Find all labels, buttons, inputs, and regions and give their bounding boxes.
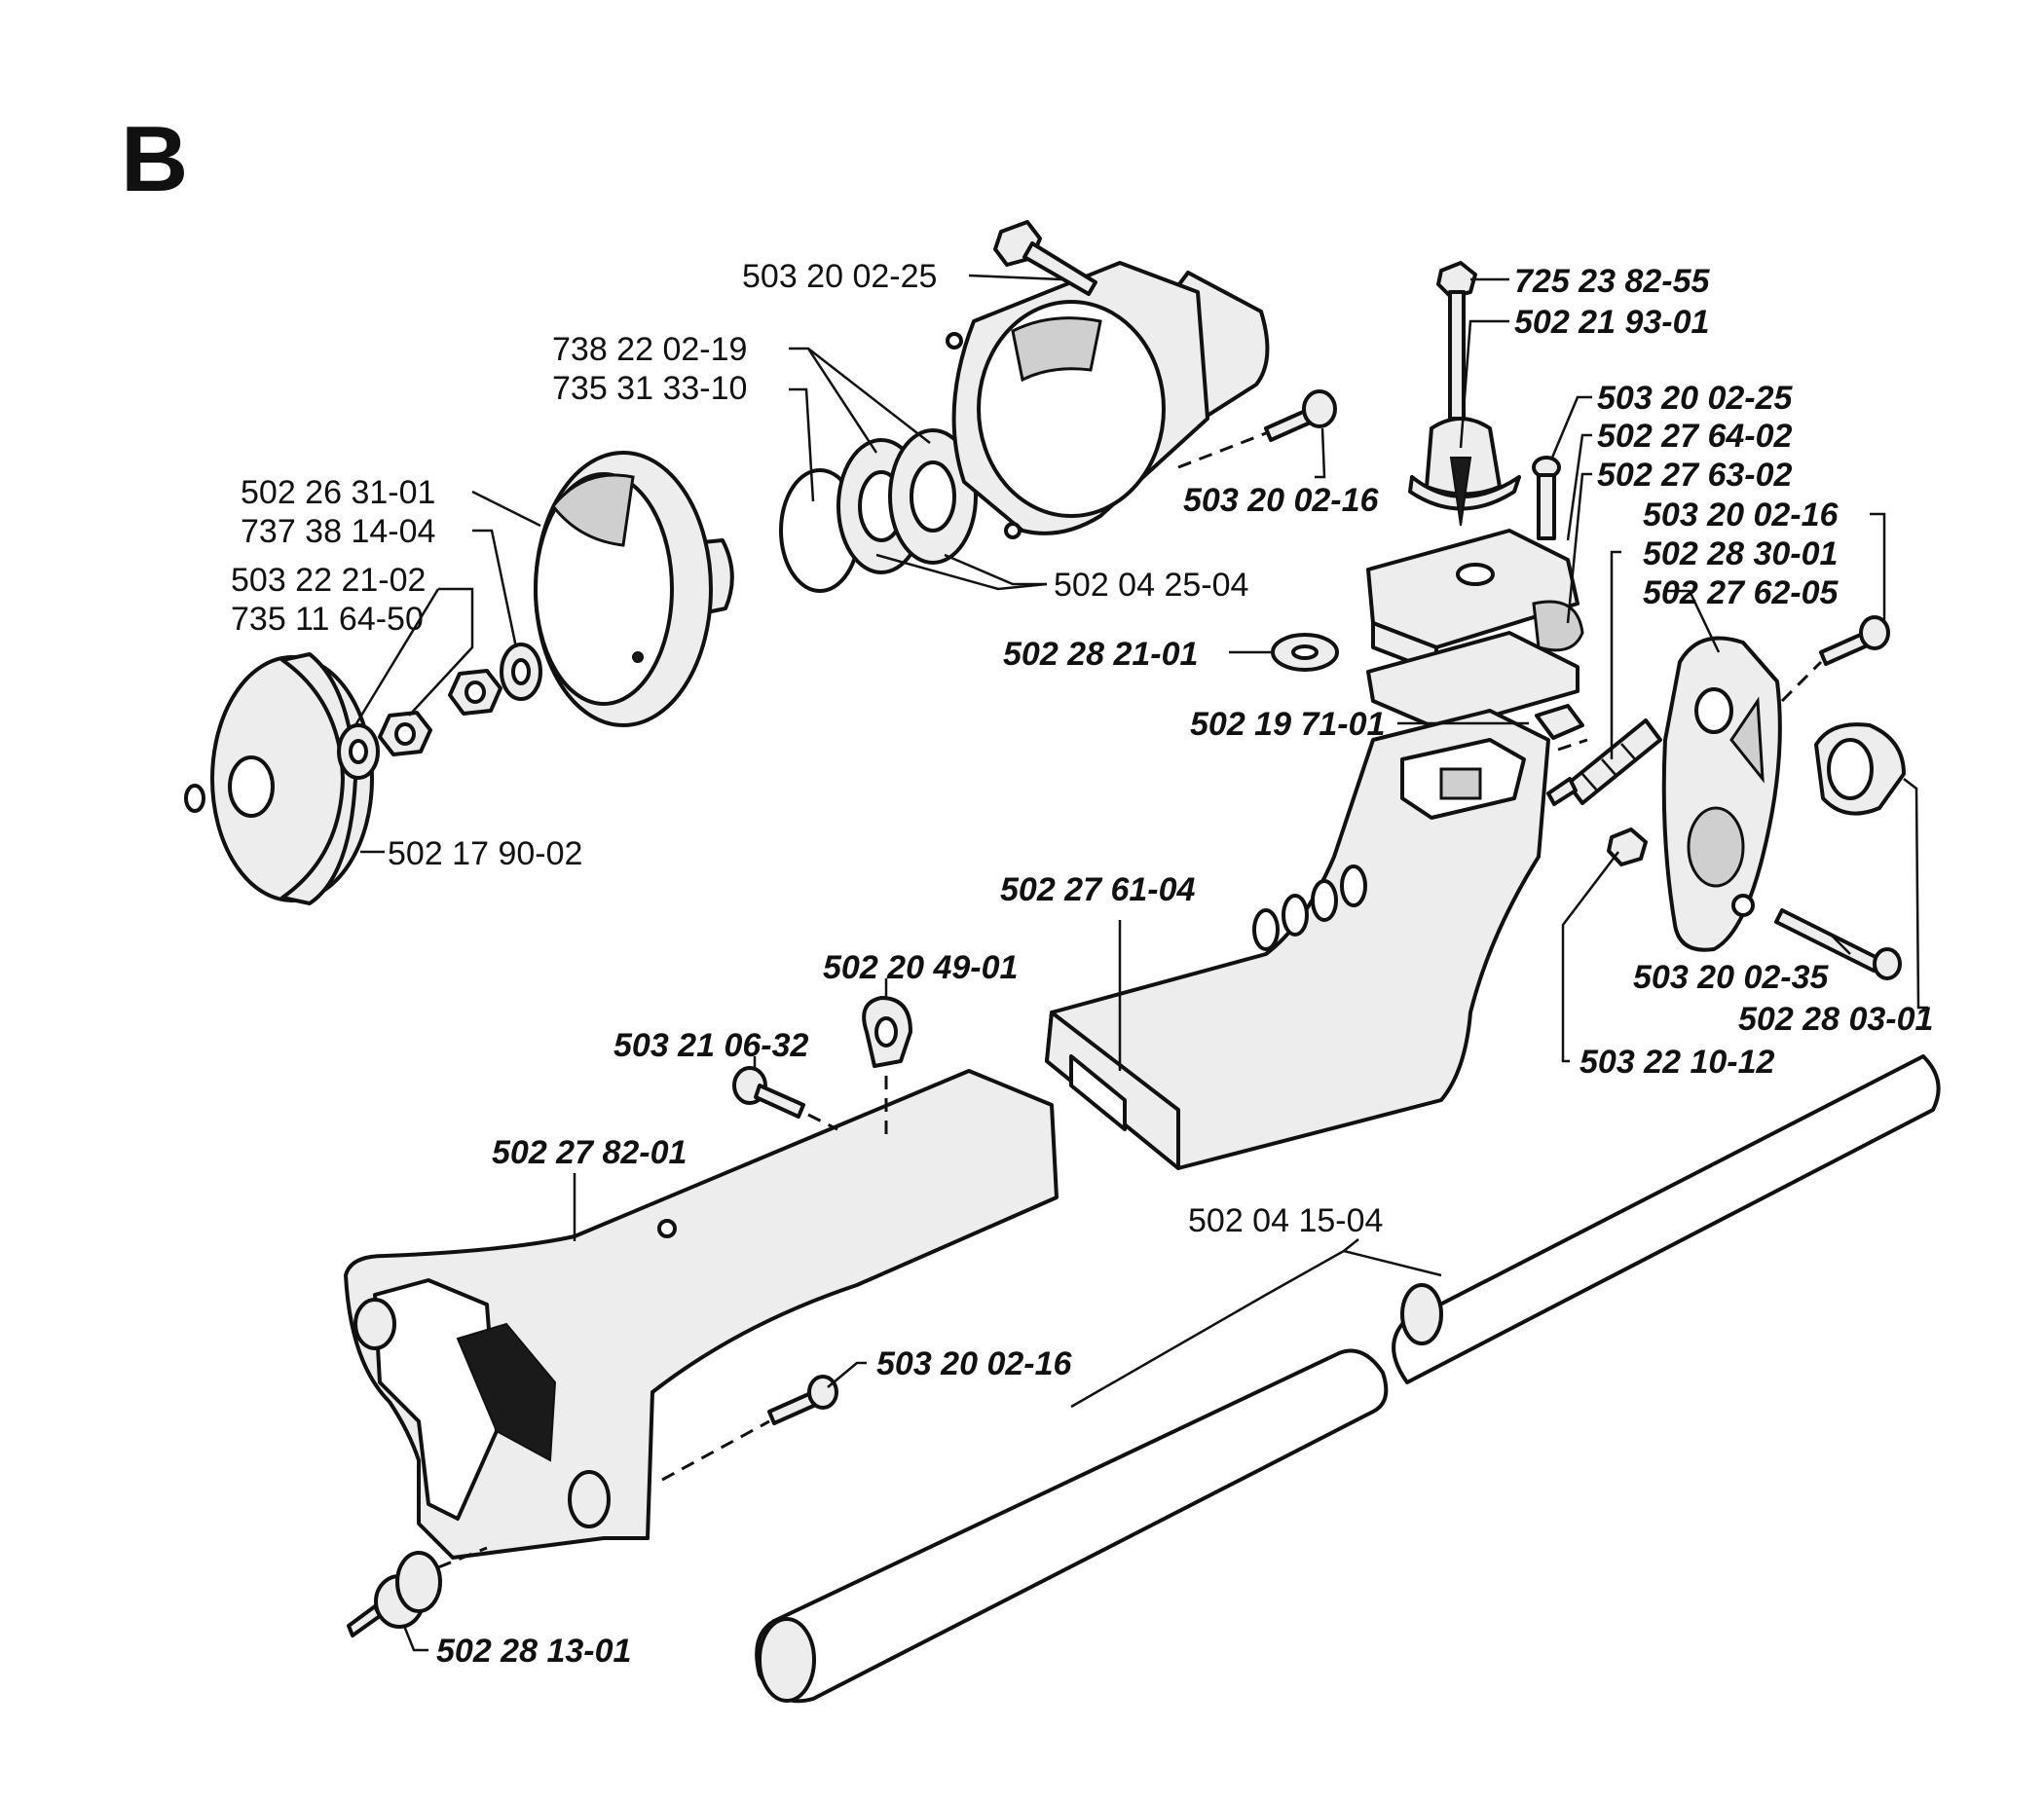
screw-part [767,1375,838,1425]
part-label-bearing-1: 738 22 02-19 [552,331,747,368]
screw-part [993,220,1097,296]
bearing-set [779,428,978,593]
tube-part [755,1054,1941,1704]
part-label-spring-plug: 502 28 13-01 [436,1633,631,1670]
part-label-washer: 737 38 14-04 [241,513,435,550]
gear-housing-part [946,261,1270,539]
part-label-long-bolt: 725 23 82-55 [1514,263,1710,300]
part-label-washer-clamp: 502 28 21-01 [1003,636,1198,673]
part-label-clutch-drum: 502 17 90-02 [388,835,582,872]
screw-part [1819,615,1890,666]
part-label-clip: 502 20 49-01 [823,949,1018,986]
part-label-screw-right: 503 20 02-25 [1597,380,1793,417]
spring-part [1546,718,1662,806]
upper-handle-part [1045,709,1550,1170]
part-label-clutch-bell: 502 26 31-01 [241,474,435,511]
spring-plug-part [347,1551,442,1637]
part-label-handle-bracket: 502 27 62-05 [1643,574,1839,611]
part-label-gear-housing: 502 04 25-04 [1054,567,1248,604]
part-label-retaining-ring: 735 31 33-10 [552,370,747,407]
clutch-bell-part [534,451,734,727]
part-label-screw-bracket: 503 20 02-16 [1643,496,1839,533]
washer-nut-set [337,643,542,780]
clutch-drum-part [184,652,374,905]
part-label-clamp: 502 21 93-01 [1514,304,1709,341]
part-label-spring: 502 28 30-01 [1643,535,1838,572]
handle-bracket-part [1661,636,1782,952]
clamp-bolt-part [1408,261,1521,527]
part-label-lower-housing: 502 27 82-01 [492,1134,687,1171]
part-label-nut: 503 22 21-02 [231,562,426,599]
nut-part [1607,827,1648,866]
part-label-screw-lower-housing: 503 21 06-32 [613,1027,808,1064]
part-label-clamp-block-upper: 502 27 64-02 [1597,418,1792,455]
part-label-upper-handle: 502 27 61-04 [1000,871,1195,908]
clamp-block-part [1366,529,1584,732]
part-label-tube: 502 04 15-04 [1188,1202,1383,1239]
screw-part [1774,908,1902,980]
section-letter: B [121,107,188,211]
part-label-screw-housing: 503 20 02-16 [1183,482,1379,519]
lower-housing-part [344,1069,1059,1560]
part-label-washer-2: 735 11 64-50 [231,601,424,638]
part-label-nut-bracket: 503 22 10-12 [1579,1044,1774,1081]
screw-part [732,1066,805,1119]
assembly-lines [437,431,1823,1569]
part-label-screw-lower: 503 20 02-16 [876,1345,1072,1382]
washer-part [1271,633,1339,672]
part-label-screw-top: 503 20 02-25 [742,258,937,295]
part-label-band: 502 28 03-01 [1738,1001,1933,1038]
band-part [1814,722,1906,816]
part-label-clamp-block-lower: 502 27 63-02 [1597,457,1792,494]
clip-part [862,996,912,1068]
leader-lines [353,274,1928,1652]
part-label-screw-long: 503 20 02-35 [1633,959,1829,996]
square-nut-part [1535,704,1584,740]
screw-part [1532,456,1561,540]
part-label-square-nut: 502 19 71-01 [1190,706,1385,743]
screw-part [1264,389,1337,442]
part-number-labels: 503 20 02-25 738 22 02-19 735 31 33-10 5… [231,258,1933,1670]
